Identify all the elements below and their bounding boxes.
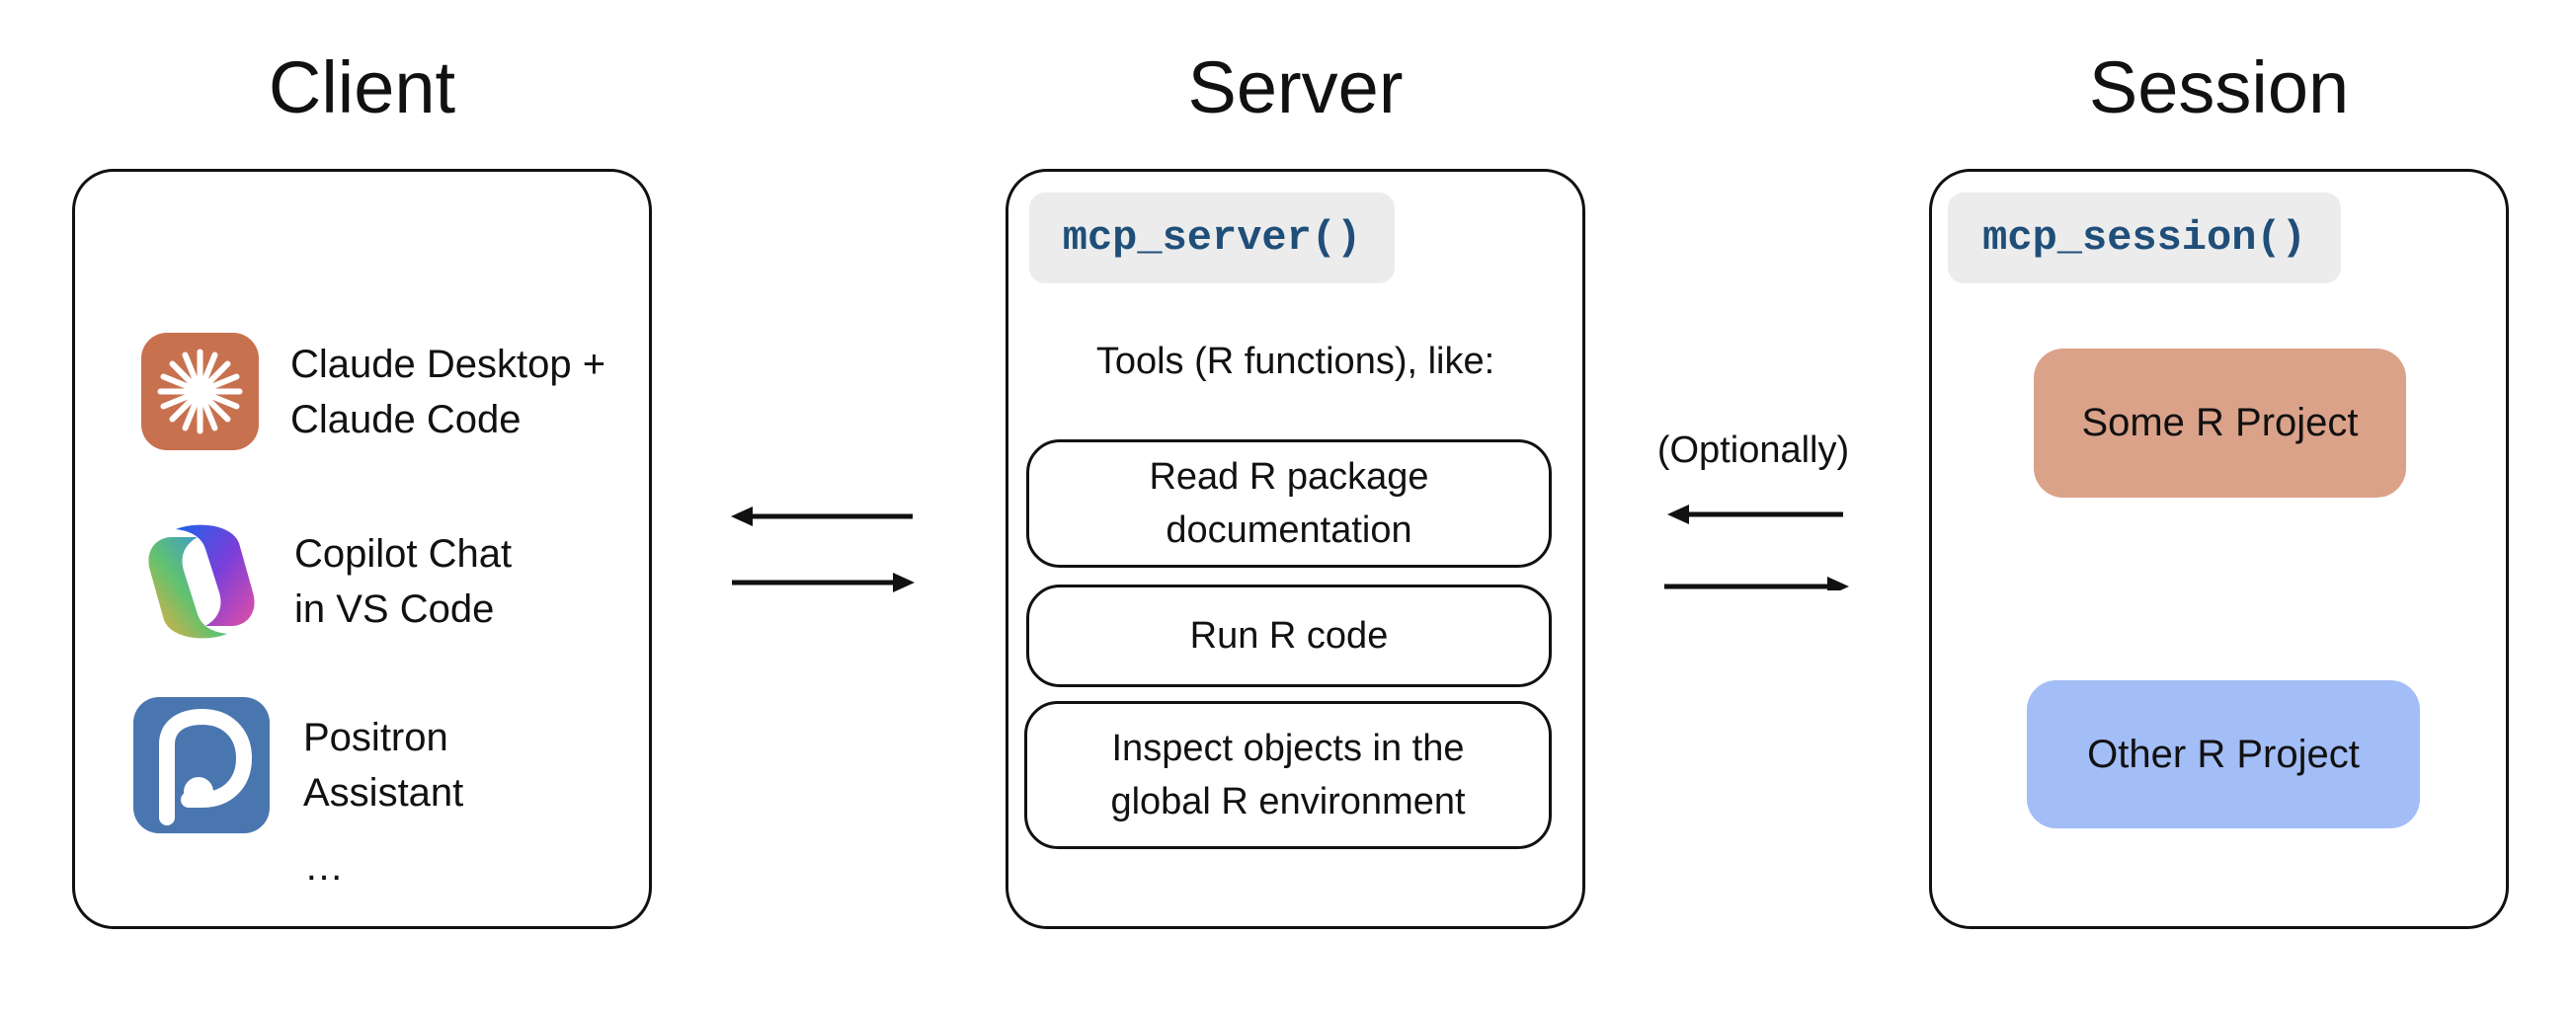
- client-server-arrows: [731, 507, 915, 592]
- positron-icon: [133, 697, 270, 833]
- server-title: Server: [1187, 46, 1404, 128]
- client-item-copilot: Copilot Chat in VS Code: [136, 523, 512, 640]
- mcp-session-function: mcp_session(): [1948, 193, 2341, 283]
- server-panel: [1006, 169, 1585, 929]
- project-other-r: Other R Project: [2027, 680, 2420, 828]
- tool-run-code: Run R code: [1026, 585, 1552, 687]
- tool-inspect-objects: Inspect objects in the global R environm…: [1024, 701, 1552, 849]
- client-item-positron: Positron Assistant: [133, 697, 463, 833]
- claude-sunburst-icon: [141, 333, 259, 450]
- client-item-positron-label: Positron Assistant: [303, 716, 464, 815]
- copilot-icon: [136, 523, 267, 640]
- client-item-copilot-label: Copilot Chat in VS Code: [294, 532, 513, 631]
- client-title: Client: [268, 46, 456, 128]
- tools-caption: Tools (R functions), like:: [1095, 341, 1495, 382]
- optional-label: (Optionally): [1656, 429, 1850, 471]
- session-title: Session: [2088, 46, 2350, 128]
- mcp-server-function: mcp_server(): [1029, 193, 1395, 283]
- client-more-ellipsis: …: [304, 845, 344, 889]
- server-session-arrows: [1664, 505, 1849, 590]
- tool-read-docs: Read R package documentation: [1026, 439, 1552, 568]
- project-some-r: Some R Project: [2034, 349, 2406, 498]
- client-item-claude-label: Claude Desktop + Claude Code: [290, 342, 606, 441]
- client-item-claude: Claude Desktop + Claude Code: [141, 333, 605, 450]
